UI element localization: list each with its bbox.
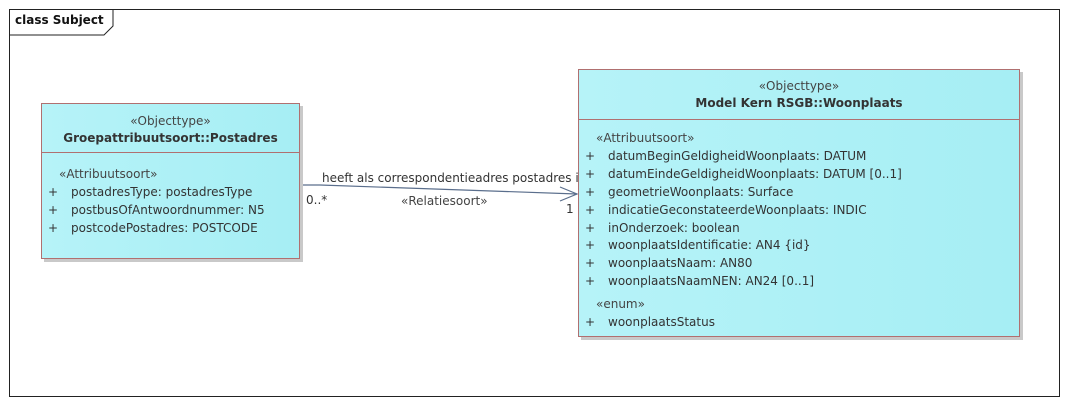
visibility-marker: + (585, 166, 596, 181)
attribute-text: woonplaatsNaam: AN80 (608, 256, 753, 271)
frame-label-text: class Subject (15, 13, 104, 27)
association-arrowhead (559, 186, 579, 202)
visibility-marker: + (585, 148, 596, 163)
class-name: Groepattribuutsoort::Postadres (63, 131, 278, 145)
visibility-marker: + (48, 203, 59, 217)
source-multiplicity: 0..* (306, 193, 328, 207)
enum-text: woonplaatsStatus (608, 315, 715, 330)
section-stereotype: «Attribuutsoort» (596, 131, 695, 145)
visibility-marker: + (48, 185, 59, 199)
visibility-marker: + (585, 274, 596, 289)
attribute-row: + woonplaatsNaamNEN: AN24 [0..1] (579, 273, 1019, 291)
attribute-row: + indicatieGeconstateerdeWoonplaats: IND… (579, 202, 1019, 220)
visibility-marker: + (585, 315, 596, 330)
class-postadres[interactable]: «Objecttype» Groepattribuutsoort::Postad… (41, 103, 300, 259)
attribute-section: «Attribuutsoort» + postadresType: postad… (42, 153, 299, 237)
attribute-row: + woonplaatsNaam: AN80 (579, 255, 1019, 273)
attribute-text: postbusOfAntwoordnummer: N5 (71, 203, 265, 217)
attribute-row: + datumBeginGeldigheidWoonplaats: DATUM (579, 148, 1019, 166)
visibility-marker: + (48, 221, 59, 235)
enum-row: + woonplaatsStatus (579, 313, 1019, 331)
attribute-text: inOnderzoek: boolean (608, 220, 740, 235)
attribute-row: + geometrieWoonplaats: Surface (579, 184, 1019, 202)
attribute-row: + postcodePostadres: POSTCODE (42, 219, 299, 237)
section-stereotype: «Attribuutsoort» (59, 167, 158, 181)
attribute-row: + woonplaatsIdentificatie: AN4 {id} (579, 237, 1019, 255)
association-stereotype: «Relatiesoort» (401, 194, 488, 208)
visibility-marker: + (585, 220, 596, 235)
section-stereotype: «enum» (596, 297, 645, 312)
attribute-text: woonplaatsIdentificatie: AN4 {id} (608, 238, 811, 253)
attribute-row: + postbusOfAntwoordnummer: N5 (42, 201, 299, 219)
attribute-row: + postadresType: postadresType (42, 183, 299, 201)
attribute-text: datumEindeGeldigheidWoonplaats: DATUM [0… (608, 166, 902, 181)
attribute-section: «Attribuutsoort» + datumBeginGeldigheidW… (579, 120, 1019, 291)
attribute-text: woonplaatsNaamNEN: AN24 [0..1] (608, 274, 815, 289)
enum-section: «enum» + woonplaatsStatus (579, 291, 1019, 331)
visibility-marker: + (585, 256, 596, 271)
visibility-marker: + (585, 202, 596, 217)
class-stereotype: «Objecttype» (758, 79, 840, 93)
class-stereotype: «Objecttype» (130, 114, 211, 128)
frame-label-tab (9, 9, 114, 36)
attribute-text: datumBeginGeldigheidWoonplaats: DATUM (608, 148, 867, 163)
diagram-frame (9, 9, 1060, 397)
class-postadres-header: «Objecttype» Groepattribuutsoort::Postad… (42, 104, 299, 153)
class-name: Model Kern RSGB::Woonplaats (695, 96, 903, 110)
visibility-marker: + (585, 238, 596, 253)
association-line (301, 184, 578, 195)
attribute-text: postcodePostadres: POSTCODE (71, 221, 258, 235)
attribute-text: indicatieGeconstateerdeWoonplaats: INDIC (608, 202, 867, 217)
attribute-text: postadresType: postadresType (71, 185, 253, 199)
visibility-marker: + (585, 184, 596, 199)
attribute-text: geometrieWoonplaats: Surface (608, 184, 794, 199)
class-woonplaats[interactable]: «Objecttype» Model Kern RSGB::Woonplaats… (578, 69, 1020, 337)
target-multiplicity: 1 (566, 202, 574, 216)
attribute-row: + datumEindeGeldigheidWoonplaats: DATUM … (579, 166, 1019, 184)
attribute-row: + inOnderzoek: boolean (579, 220, 1019, 238)
association-name: heeft als correspondentieadres postadres… (322, 171, 587, 185)
class-woonplaats-header: «Objecttype» Model Kern RSGB::Woonplaats (579, 70, 1019, 120)
